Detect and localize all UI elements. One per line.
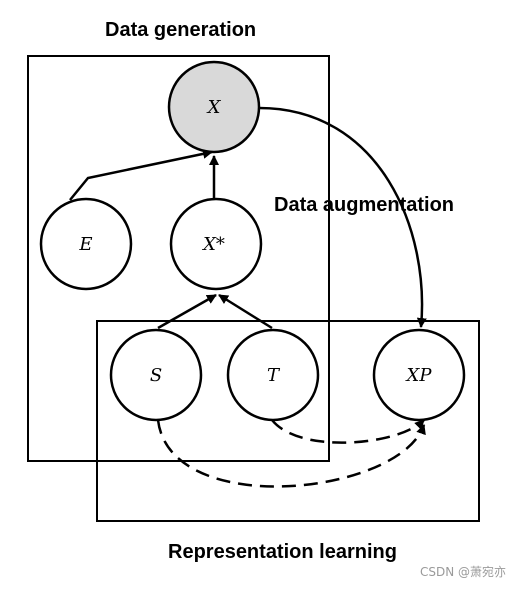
node-x-label: X [206, 97, 222, 118]
edge-x-to-xp-augmentation [258, 106, 427, 328]
node-x-star-label: X* [201, 234, 225, 255]
node-t: T [226, 328, 320, 422]
data-generation-box [27, 55, 330, 462]
edge-s-to-xstar [157, 293, 217, 330]
node-e: E [39, 197, 133, 291]
node-x-p: XP [372, 328, 466, 422]
node-x-star: X* [169, 197, 263, 291]
data-augmentation-label: Data augmentation [274, 194, 455, 216]
representation-learning-box [96, 320, 480, 522]
data-generation-title: Data generation [105, 19, 257, 41]
csdn-watermark: CSDN @萧宛亦 [419, 565, 506, 579]
edge-t-to-xstar [218, 293, 273, 330]
node-e-label: E [78, 234, 92, 255]
node-x: X [167, 60, 261, 154]
node-t-label: T [267, 365, 281, 386]
edge-e-to-x [69, 148, 213, 201]
edge-s-to-xp-dashed [156, 419, 426, 488]
representation-learning-title: Representation learning [168, 541, 397, 563]
node-s: S [109, 328, 203, 422]
node-s-label: S [150, 365, 162, 386]
node-x-p-label: XP [405, 365, 433, 386]
edge-t-to-xp-dashed [271, 419, 425, 444]
